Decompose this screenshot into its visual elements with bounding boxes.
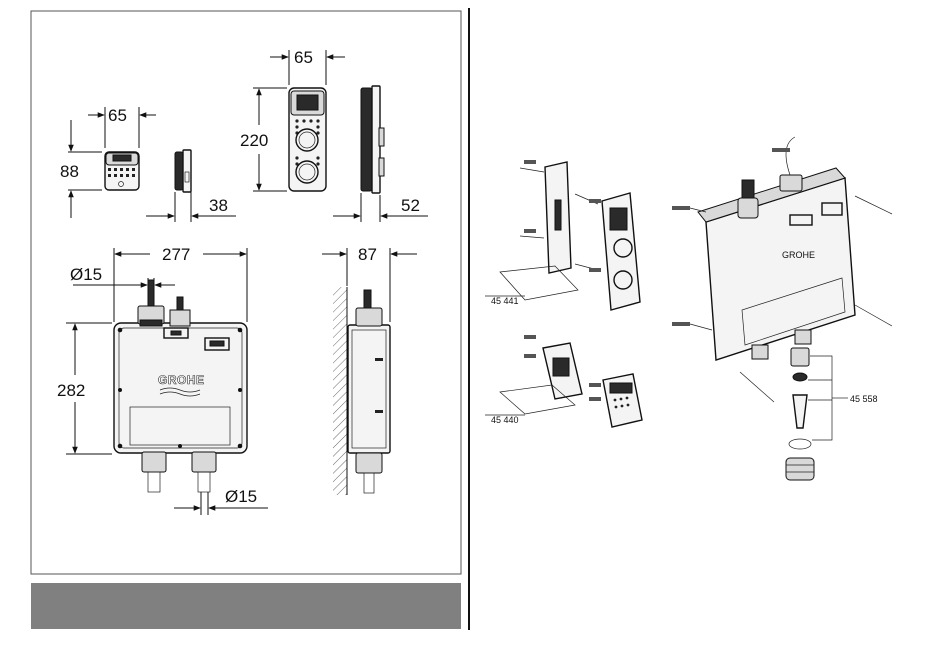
large-panel-front-view	[289, 88, 326, 191]
dim-large-panel-width: 65	[294, 48, 313, 67]
footer-bar	[31, 583, 461, 629]
dim-box-width: 277	[162, 245, 190, 264]
logo-text: GROHE	[158, 373, 205, 387]
large-mounting-frame-exploded	[500, 160, 640, 310]
dim-small-panel-height: 88	[60, 162, 79, 181]
dim-box-depth: 87	[358, 245, 377, 264]
dim-pipe-bottom-diameter: Ø15	[225, 487, 257, 506]
connector-kit-exploded	[786, 348, 814, 480]
flush-box-front-view: GROHE	[114, 280, 247, 492]
part-number-frame-small: 45 440	[491, 415, 519, 425]
dim-large-panel-depth: 52	[401, 196, 420, 215]
small-panel-side-view	[175, 150, 191, 192]
svg-text:GROHE: GROHE	[782, 250, 815, 260]
dim-small-panel-depth: 38	[209, 196, 228, 215]
flush-box-side-view	[333, 287, 390, 495]
large-panel-side-view	[361, 86, 384, 193]
small-panel-front-view	[105, 152, 139, 190]
dim-small-panel-width: 65	[108, 106, 127, 125]
small-mounting-frame-exploded	[500, 335, 642, 427]
flush-box-exploded-view: GROHE	[672, 137, 892, 402]
dim-large-panel-height: 220	[240, 131, 268, 150]
part-number-frame-large: 45 441	[491, 296, 519, 306]
dim-pipe-top-diameter: Ø15	[70, 265, 102, 284]
dim-box-height: 282	[57, 381, 85, 400]
part-number-connector-kit: 45 558	[850, 394, 878, 404]
